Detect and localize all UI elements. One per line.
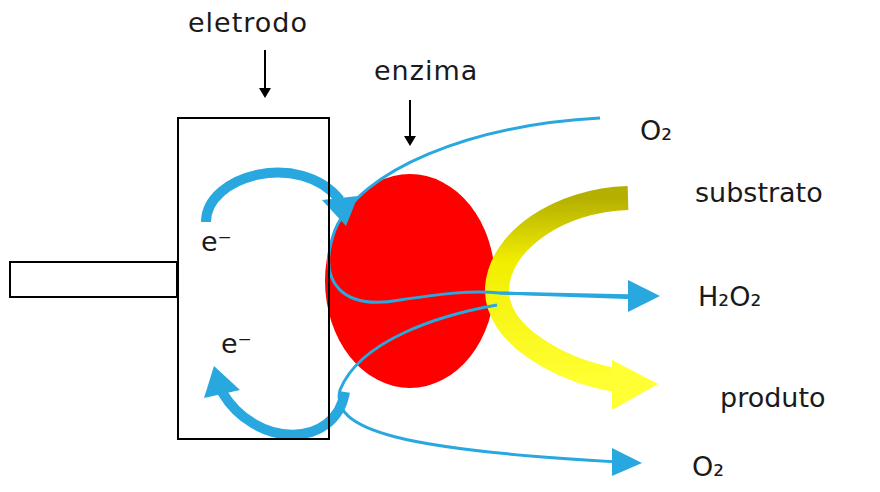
- part-label: O₂: [640, 116, 672, 146]
- part-label: substrato: [695, 178, 823, 208]
- oxygen-path: [329, 118, 640, 302]
- electron-arrow: [206, 173, 340, 222]
- pointer-head: [259, 88, 271, 98]
- oxygen-path: [500, 293, 640, 298]
- reaction-arrow-head: [612, 360, 658, 410]
- part-label: H₂O₂: [698, 282, 761, 312]
- electron-label: e⁻: [201, 227, 232, 257]
- oxygen-path: [339, 305, 620, 462]
- part-label: eletrodo: [188, 8, 308, 38]
- oxygen-head: [612, 448, 642, 476]
- electron-label: e⁻: [221, 329, 252, 359]
- electron-head: [322, 196, 358, 226]
- pointer-head: [404, 136, 416, 146]
- oxygen-head: [628, 280, 660, 312]
- reaction-arrow: [497, 198, 628, 380]
- electrode-box: e⁻ e⁻: [177, 117, 330, 440]
- electrode-stem: [10, 262, 177, 297]
- part-label: enzima: [374, 56, 478, 86]
- part-label: O₂: [692, 452, 724, 482]
- pointer-line: [264, 50, 266, 92]
- electron-arrow: [222, 392, 345, 435]
- part-label: produto: [720, 383, 826, 413]
- pointer-line: [409, 100, 411, 140]
- electron-head: [204, 366, 240, 398]
